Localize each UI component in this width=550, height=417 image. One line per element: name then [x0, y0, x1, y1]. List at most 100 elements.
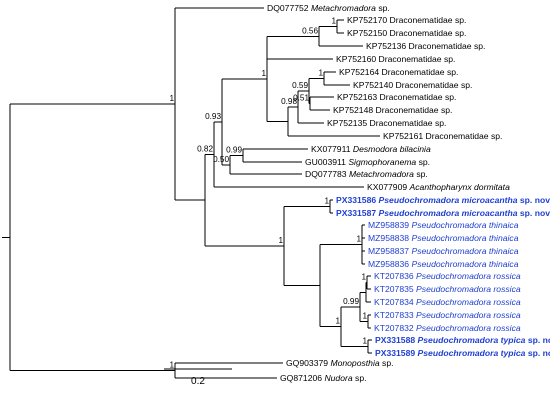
support-value: 0.99 — [226, 146, 242, 155]
taxon-suffix: Draconematidae sp. — [409, 41, 486, 51]
accession-number: PX331587 — [336, 208, 379, 218]
tip-label: KT207835 Pseudochromadora rossica — [374, 284, 521, 294]
accession-number: KP752163 — [337, 92, 380, 102]
accession-number: MZ958838 — [368, 233, 411, 243]
tip-label: GU003911 Sigmophoranema sp. — [305, 157, 430, 167]
support-value: 0.98 — [281, 97, 297, 106]
support-value: 1 — [169, 94, 174, 103]
tip-label: PX331589 Pseudochromadora typica sp. nov… — [375, 348, 550, 358]
accession-number: MZ958836 — [368, 259, 411, 269]
tip-label: KP752160 Draconematidae sp. — [336, 54, 455, 64]
taxon-suffix: sp. — [382, 358, 393, 368]
tip-label: PX331587 Pseudochromadora microacantha s… — [336, 208, 550, 218]
accession-number: KT207834 — [374, 297, 416, 307]
taxon-name: Pseudochromadora microacantha — [379, 195, 520, 205]
tip-label: KT207833 Pseudochromadora rossica — [374, 310, 521, 320]
tip-label: MZ958839 Pseudochromadora thinaica — [368, 220, 519, 230]
support-value: 0.82 — [197, 144, 213, 153]
tip-label: DQ077783 Metachromadora sp. — [305, 169, 428, 179]
taxon-name: Pseudochromadora rossica — [416, 323, 521, 333]
taxon-suffix: Draconematidae sp. — [382, 67, 459, 77]
support-value: 1 — [278, 236, 283, 245]
taxon-suffix: sp. nov. — [520, 208, 550, 218]
accession-number: DQ077752 — [267, 3, 311, 13]
taxon-name: Desmodora bilacinia — [353, 144, 431, 154]
accession-number: KT207833 — [374, 310, 416, 320]
taxon-name: Pseudochromadora rossica — [416, 297, 521, 307]
tip-label: GQ871206 Nudora sp. — [280, 373, 366, 383]
taxon-name: Pseudochromadora typica — [418, 348, 528, 358]
taxon-name: Pseudochromadora rossica — [416, 284, 521, 294]
taxon-suffix: Draconematidae sp. — [379, 54, 456, 64]
tip-label: DQ077752 Metachromadora sp. — [267, 3, 390, 13]
support-value: 0.50 — [213, 155, 229, 164]
accession-number: KT207832 — [374, 323, 416, 333]
accession-number: KP752170 — [347, 15, 390, 25]
support-value: 1 — [361, 273, 366, 282]
accession-number: KP752161 — [383, 131, 426, 141]
taxon-suffix: sp. nov. — [520, 195, 550, 205]
taxon-name: Pseudochromadora rossica — [416, 310, 521, 320]
accession-number: KP752160 — [336, 54, 379, 64]
tip-label: MZ958838 Pseudochromadora thinaica — [368, 233, 519, 243]
support-value: 0.59 — [292, 81, 308, 90]
support-value: 0.99 — [343, 297, 359, 306]
accession-number: KP752135 — [327, 118, 370, 128]
accession-number: KP752148 — [333, 105, 376, 115]
taxon-suffix: sp. — [419, 157, 430, 167]
accession-number: PX331588 — [375, 335, 418, 345]
taxon-name: Metachromadora — [311, 3, 378, 13]
taxon-name: Sigmophoranema — [348, 157, 418, 167]
accession-number: KT207836 — [374, 271, 416, 281]
tip-labels: DQ077752 Metachromadora sp. KP752170 Drac… — [267, 3, 550, 383]
scale-bar: 0.2 — [164, 368, 232, 387]
accession-number: KP752136 — [366, 41, 409, 51]
taxon-suffix: Draconematidae sp. — [396, 80, 473, 90]
tip-label: KP752161 Draconematidae sp. — [383, 131, 502, 141]
tip-label: GQ903379 Monoposthia sp. — [286, 358, 394, 368]
support-values: 10.5610.510.590.9810.990.500.930.8211110… — [169, 17, 367, 370]
tip-label: KT207834 Pseudochromadora rossica — [374, 297, 521, 307]
support-value: 1 — [324, 197, 329, 206]
taxon-suffix: Draconematidae sp. — [376, 105, 453, 115]
accession-number: DQ077783 — [305, 169, 349, 179]
taxon-name: Pseudochromadora thinaica — [411, 233, 518, 243]
taxon-suffix: sp. nov. — [528, 348, 550, 358]
accession-number: GQ871206 — [280, 373, 324, 383]
tip-label: KP752148 Draconematidae sp. — [333, 105, 452, 115]
tip-label: KP752170 Draconematidae sp. — [347, 15, 466, 25]
taxon-suffix: Draconematidae sp. — [370, 118, 447, 128]
support-value: 1 — [335, 317, 340, 326]
tip-label: PX331586 Pseudochromadora microacantha s… — [336, 195, 550, 205]
tip-label: KT207832 Pseudochromadora rossica — [374, 323, 521, 333]
taxon-suffix: Draconematidae sp. — [390, 15, 467, 25]
tip-label: KX077909 Acanthopharynx dormitata — [367, 182, 510, 192]
accession-number: PX331589 — [375, 348, 418, 358]
tip-label: KP752140 Draconematidae sp. — [353, 80, 472, 90]
accession-number: MZ958837 — [368, 246, 411, 256]
taxon-name: Pseudochromadora thinaica — [411, 220, 518, 230]
taxon-suffix: sp. — [416, 169, 427, 179]
taxon-name: Nudora — [324, 373, 355, 383]
taxon-name: Acanthopharynx dormitata — [409, 182, 511, 192]
support-value: 0.56 — [302, 26, 318, 35]
support-value: 1 — [362, 337, 367, 346]
support-value: 1 — [362, 312, 367, 321]
tip-label: MZ958837 Pseudochromadora thinaica — [368, 246, 519, 256]
support-value: 0.51 — [293, 94, 309, 103]
taxon-name: Monoposthia — [330, 358, 382, 368]
accession-number: KP752150 — [347, 28, 390, 38]
accession-number: KP752164 — [339, 67, 382, 77]
tip-label: MZ958836 Pseudochromadora thinaica — [368, 259, 519, 269]
support-value: 1 — [356, 235, 361, 244]
support-value: 1 — [169, 361, 174, 370]
taxon-name: Pseudochromadora thinaica — [411, 259, 518, 269]
accession-number: GQ903379 — [286, 358, 330, 368]
taxon-suffix: Draconematidae sp. — [380, 92, 457, 102]
accession-number: PX331586 — [336, 195, 379, 205]
accession-number: GU003911 — [305, 157, 348, 167]
taxon-suffix: sp. nov. — [528, 335, 550, 345]
taxon-suffix: Draconematidae sp. — [390, 28, 467, 38]
tree-branches — [2, 7, 380, 379]
